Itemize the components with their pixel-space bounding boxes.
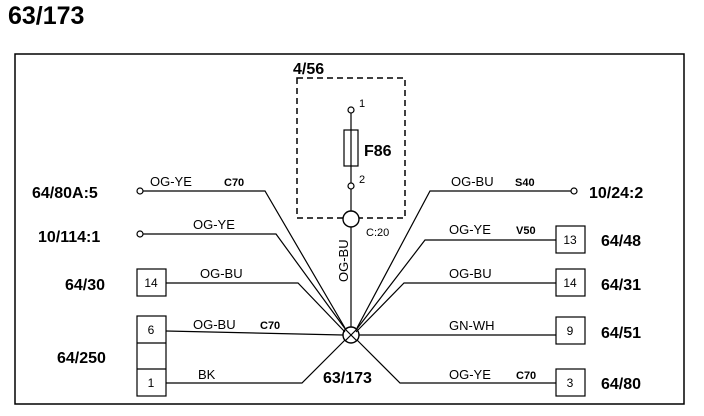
left-1-terminal <box>136 187 144 195</box>
left-4-label: 64/250 <box>57 350 106 367</box>
fuse-connector-circle <box>342 210 360 228</box>
left-4-wire-color-a: OG-BU <box>193 317 236 332</box>
wire-right-5 <box>356 339 556 384</box>
right-2-wire-color: OG-YE <box>449 222 491 237</box>
wire-left-1 <box>143 190 346 329</box>
right-3-label: 64/31 <box>601 277 641 294</box>
right-2-pin: 13 <box>563 233 577 247</box>
wire-right-3 <box>355 282 556 333</box>
right-1-wire-color: OG-BU <box>451 174 494 189</box>
left-4-connector-a: C70 <box>260 320 280 332</box>
left-2-wire-color: OG-YE <box>193 217 235 232</box>
left-1-wire-color: OG-YE <box>150 174 192 189</box>
left-4-pin-a: 6 <box>148 323 155 337</box>
fuse-pin-1-label: 1 <box>359 98 365 110</box>
left-2-terminal <box>136 230 144 238</box>
diagram-frame <box>14 53 685 405</box>
right-5-wire-color: OG-YE <box>449 367 491 382</box>
right-5-label: 64/80 <box>601 376 641 393</box>
splice-point-label: 63/173 <box>323 370 372 387</box>
right-2-connector: V50 <box>516 225 536 237</box>
right-5-pin: 3 <box>567 376 574 390</box>
fuse-pin-2-label: 2 <box>359 174 365 186</box>
right-4-pin: 9 <box>567 324 574 338</box>
left-1-connector: C70 <box>224 177 244 189</box>
right-4-label: 64/51 <box>601 325 641 342</box>
right-5-pin-box <box>555 368 586 397</box>
splice-cross-b <box>344 328 358 342</box>
wire-left-4b <box>166 339 346 384</box>
wire-left-2 <box>143 233 347 331</box>
right-5-connector: C70 <box>516 370 536 382</box>
wire-left-4a <box>165 330 344 336</box>
fuse-pin-1-terminal <box>347 106 355 114</box>
right-3-wire-color: OG-BU <box>449 266 492 281</box>
right-4-pin-box <box>555 316 586 345</box>
fuse-box-label: 4/56 <box>293 61 324 78</box>
right-1-label: 10/24:2 <box>589 185 643 202</box>
left-3-pin: 14 <box>144 276 158 290</box>
fuse-label: F86 <box>364 143 392 160</box>
page-title: 63/173 <box>8 2 85 30</box>
left-4-wire-color-b: BK <box>198 367 216 382</box>
right-1-terminal <box>570 187 578 195</box>
right-3-pin-box <box>555 268 586 297</box>
wire-right-2 <box>355 239 556 331</box>
wire-fuse-color: OG-BU <box>336 239 351 282</box>
right-4-wire-color: GN-WH <box>449 318 495 333</box>
left-4-pin-b: 1 <box>148 376 155 390</box>
left-4-connector-box <box>136 315 167 397</box>
wire-left-3 <box>166 282 346 333</box>
right-1-connector: S40 <box>515 177 535 189</box>
left-3-wire-color: OG-BU <box>200 266 243 281</box>
wire-right-1 <box>356 190 571 329</box>
right-3-pin: 14 <box>563 276 577 290</box>
right-2-label: 64/48 <box>601 233 641 250</box>
fuse-connector-label: C:20 <box>366 227 389 239</box>
fuse-pin-2-terminal <box>347 182 355 190</box>
left-3-label: 64/30 <box>65 277 105 294</box>
right-2-pin-box <box>555 225 586 254</box>
left-1-label: 64/80A:5 <box>32 185 98 202</box>
left-2-label: 10/114:1 <box>38 229 100 246</box>
